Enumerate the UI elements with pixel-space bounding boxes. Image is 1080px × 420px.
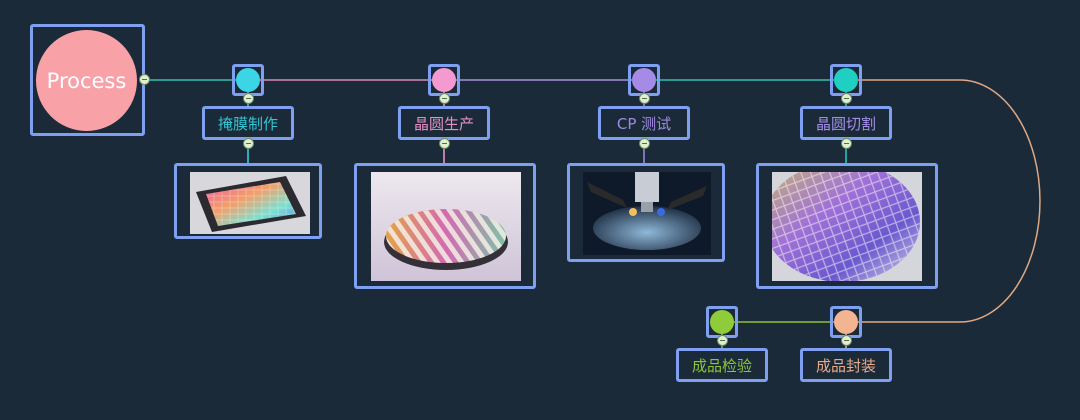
step3-image-toggle-icon[interactable] <box>639 138 650 149</box>
step1-dot[interactable] <box>236 68 260 92</box>
step6-collapse-toggle-icon[interactable] <box>717 335 728 346</box>
step4-collapse-toggle-icon[interactable] <box>841 93 852 104</box>
step1-collapse-toggle-icon[interactable] <box>243 93 254 104</box>
wafer-dicing-image <box>772 172 922 281</box>
step1-image-toggle-icon[interactable] <box>243 138 254 149</box>
step2-label[interactable]: 晶圆生产 <box>398 106 490 140</box>
photomask-image <box>190 172 310 234</box>
step4-image-toggle-icon[interactable] <box>841 138 852 149</box>
step3-image-selection[interactable] <box>567 163 725 262</box>
probe-test-photo <box>583 172 711 255</box>
step3-label[interactable]: CP 测试 <box>598 106 690 140</box>
step2-collapse-toggle-icon[interactable] <box>439 93 450 104</box>
step2-image-toggle-icon[interactable] <box>439 138 450 149</box>
step1-image-selection[interactable] <box>174 163 322 239</box>
photomask-photo <box>190 172 310 234</box>
step4-label[interactable]: 晶圆切割 <box>800 106 892 140</box>
step6-label[interactable]: 成品检验 <box>676 348 768 382</box>
step6-dot[interactable] <box>710 310 734 334</box>
step3-dot[interactable] <box>632 68 656 92</box>
wafer-dicing-photo <box>772 172 922 281</box>
step4-dot[interactable] <box>834 68 858 92</box>
step5-collapse-toggle-icon[interactable] <box>841 335 852 346</box>
step2-image-selection[interactable] <box>354 163 536 289</box>
step2-dot[interactable] <box>432 68 456 92</box>
collapse-toggle-icon[interactable] <box>139 74 150 85</box>
connector-step4-to-step5 <box>858 79 1041 323</box>
probe-test-image <box>583 172 711 255</box>
step5-dot[interactable] <box>834 310 858 334</box>
step1-label[interactable]: 掩膜制作 <box>202 106 294 140</box>
root-node-label: Process <box>46 68 127 93</box>
step3-collapse-toggle-icon[interactable] <box>639 93 650 104</box>
root-node[interactable]: Process <box>36 30 137 131</box>
wafer-image <box>371 172 521 281</box>
wafer-photo <box>371 172 521 281</box>
step5-label[interactable]: 成品封装 <box>800 348 892 382</box>
step4-image-selection[interactable] <box>756 163 938 289</box>
